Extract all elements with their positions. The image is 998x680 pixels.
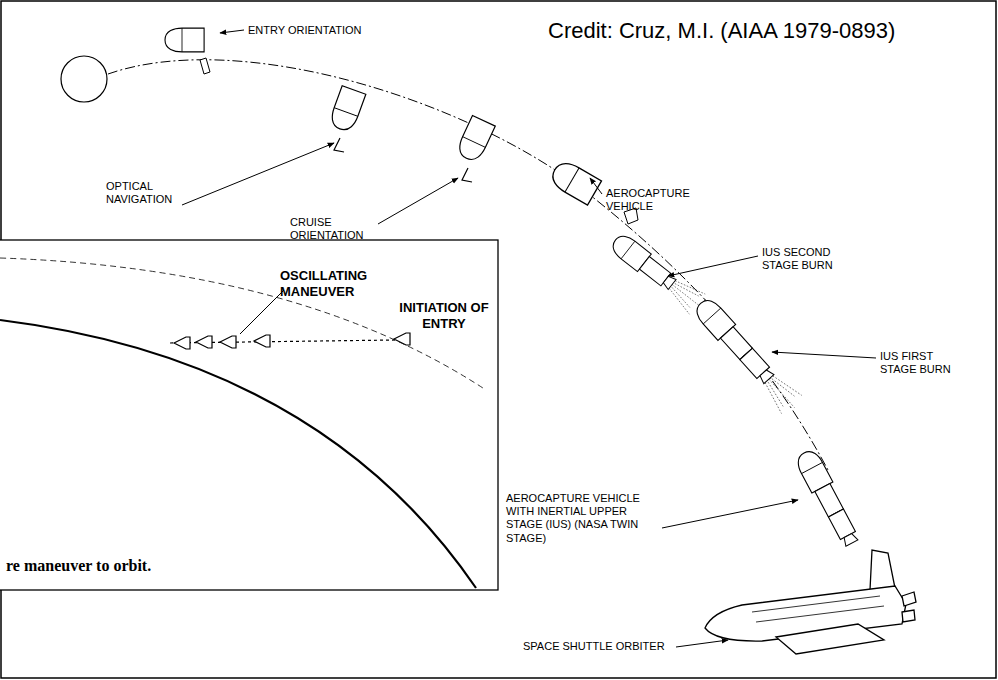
callout-label: AEROCAPTURE VEHICLE WITH INERTIAL UPPER … <box>506 492 658 545</box>
ius-first-stage <box>691 294 805 416</box>
planet <box>61 56 107 102</box>
callout-label: ENTRY ORIENTATION <box>248 24 361 37</box>
cruise-vehicle <box>455 115 495 182</box>
credit-note: Credit: Cruz, M.I. (AIAA 1979-0893) <box>548 18 895 44</box>
entry-vehicle <box>165 28 210 74</box>
callout-label: CRUISE ORIENTATION <box>290 216 364 242</box>
callout-label: OPTICAL NAVIGATION <box>106 180 172 206</box>
callout-label: AEROCAPTURE VEHICLE <box>606 187 690 213</box>
stacked-vehicle <box>794 447 863 548</box>
optical-navigation-vehicle <box>328 86 366 152</box>
inset-panel <box>0 240 498 590</box>
space-shuttle <box>705 550 916 654</box>
ius-second-stage <box>608 230 714 317</box>
callout-label: OSCILLATING MANEUVER <box>280 268 380 299</box>
callout-label: SPACE SHUTTLE ORBITER <box>523 640 665 653</box>
callout-label: IUS SECOND STAGE BURN <box>762 246 848 272</box>
callout-label: IUS FIRST STAGE BURN <box>880 350 964 376</box>
caption-text: re maneuver to orbit. <box>6 556 151 575</box>
callout-label: INITIATION OF ENTRY <box>398 300 490 331</box>
